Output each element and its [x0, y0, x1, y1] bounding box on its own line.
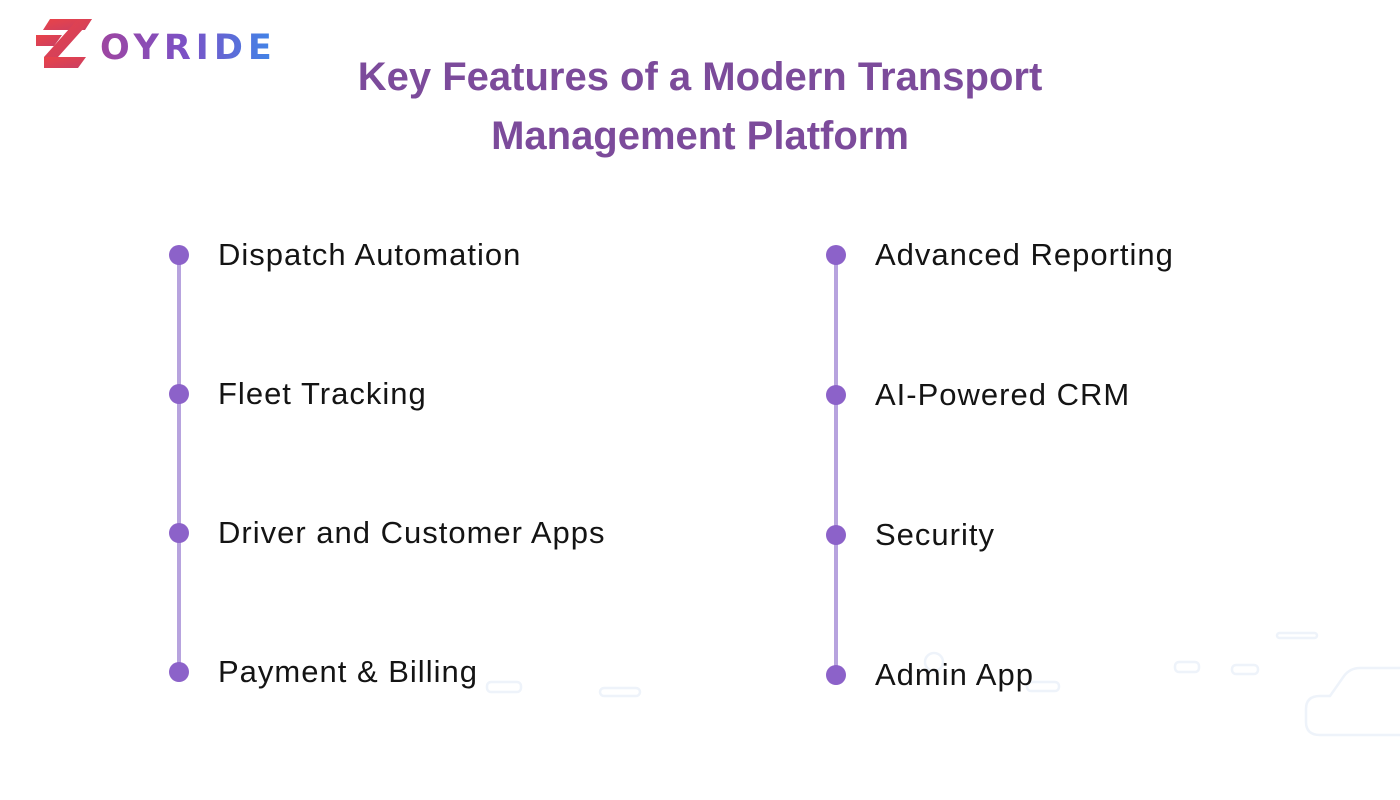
faint-shape	[1230, 663, 1260, 676]
timeline-dot-icon	[169, 384, 189, 404]
zoyride-z-icon	[36, 19, 92, 68]
feature-label: AI-Powered CRM	[875, 377, 1131, 412]
faint-truck-outline	[1304, 666, 1400, 737]
timeline-connector-left	[177, 255, 181, 672]
page-title: Key Features of a Modern Transport Manag…	[0, 48, 1400, 166]
zoyride-logo: OYRIDE	[36, 16, 272, 70]
feature-label: Admin App	[875, 657, 1034, 692]
feature-item: Payment & Billing	[169, 654, 606, 689]
feature-item: Fleet Tracking	[169, 376, 606, 411]
feature-item: Admin App	[826, 657, 1174, 692]
feature-item: Dispatch Automation	[169, 237, 606, 272]
timeline-dot-icon	[826, 385, 846, 405]
feature-label: Dispatch Automation	[218, 237, 522, 272]
feature-item: Security	[826, 517, 1174, 552]
timeline-dot-icon	[826, 245, 846, 265]
feature-item: Driver and Customer Apps	[169, 515, 606, 550]
timeline-dot-icon	[169, 662, 189, 682]
feature-item: AI-Powered CRM	[826, 377, 1174, 412]
feature-label: Payment & Billing	[218, 654, 478, 689]
page-title-line-1: Key Features of a Modern Transport	[357, 55, 1043, 99]
page-title-line-2: Management Platform	[491, 114, 909, 158]
timeline-dot-icon	[826, 525, 846, 545]
feature-item: Advanced Reporting	[826, 237, 1174, 272]
timeline-dot-icon	[169, 245, 189, 265]
zoyride-logo-svg: OYRIDE	[36, 19, 272, 68]
timeline-dot-icon	[826, 665, 846, 685]
faint-shape	[1173, 660, 1201, 674]
zoyride-wordmark: OYRIDE	[100, 28, 272, 68]
feature-label: Driver and Customer Apps	[218, 515, 606, 550]
feature-label: Advanced Reporting	[875, 237, 1174, 272]
feature-label: Security	[875, 517, 995, 552]
features-column-right: Advanced Reporting AI-Powered CRM Securi…	[826, 237, 1174, 800]
feature-label: Fleet Tracking	[218, 376, 427, 411]
faint-shape	[598, 686, 642, 698]
timeline-connector-right	[834, 255, 838, 675]
faint-shape	[1275, 631, 1319, 640]
features-column-left: Dispatch Automation Fleet Tracking Drive…	[169, 237, 606, 800]
timeline-dot-icon	[169, 523, 189, 543]
